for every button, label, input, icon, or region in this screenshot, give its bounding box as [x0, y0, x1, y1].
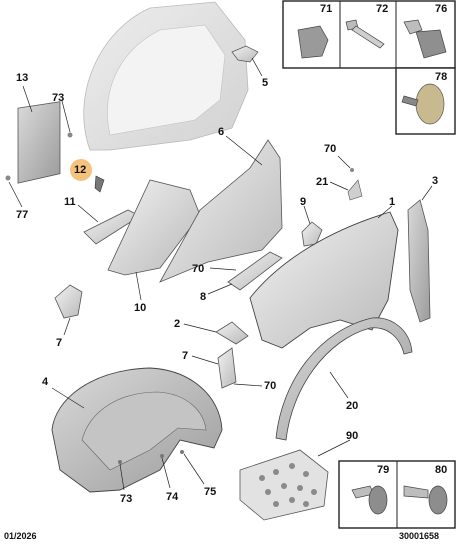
shield-plate-part-13 — [5, 85, 73, 208]
fastener-label-71[interactable]: 71 — [320, 3, 333, 15]
push-pin-78-icon — [401, 83, 445, 125]
part-label-10[interactable]: 10 — [134, 302, 147, 314]
part-label-9[interactable]: 9 — [300, 196, 307, 208]
part-label-90[interactable]: 90 — [346, 430, 359, 442]
fastener-label-80[interactable]: 80 — [435, 464, 448, 476]
part-label-3[interactable]: 3 — [432, 175, 439, 187]
part-label-20[interactable]: 20 — [346, 400, 359, 412]
part-label-5[interactable]: 5 — [262, 77, 269, 89]
part-label-21[interactable]: 21 — [316, 176, 329, 188]
trim-part-21 — [329, 155, 363, 201]
part-label-14[interactable]: 12 — [74, 164, 87, 176]
wheelhouse-panel-part-6 — [159, 135, 283, 283]
lower-wheel-arch-liner-part-4 — [51, 367, 223, 493]
wheel-arch-trim-part-20 — [275, 317, 413, 441]
seal-strip-part-3 — [407, 185, 433, 323]
bracket-part-9 — [301, 205, 323, 247]
clip-71-icon — [297, 25, 329, 59]
fastener-box-top — [282, 0, 456, 135]
part-label-70c[interactable]: 70 — [264, 380, 277, 392]
part-label-1[interactable]: 1 — [389, 196, 396, 208]
highlighted-part-callout: 12 — [70, 159, 92, 181]
part-label-73b[interactable]: 73 — [120, 493, 133, 505]
part-label-73a[interactable]: 73 — [52, 92, 65, 104]
part-label-75[interactable]: 75 — [204, 486, 217, 498]
fastener-label-76[interactable]: 76 — [435, 3, 448, 15]
part-label-70a[interactable]: 70 — [324, 143, 337, 155]
bracket-part-8 — [207, 251, 283, 295]
part-label-13[interactable]: 13 — [16, 72, 29, 84]
footer-reference: 30001658 — [399, 531, 440, 541]
bracket-part-11 — [54, 284, 83, 336]
push-clip-80-icon — [403, 485, 448, 515]
bracket-part-5 — [231, 45, 263, 77]
fastener-label-72[interactable]: 72 — [376, 3, 389, 15]
part-label-6[interactable]: 6 — [218, 126, 225, 138]
upper-wheel-arch-liner — [83, 1, 249, 151]
part-label-74[interactable]: 74 — [166, 491, 179, 503]
part-label-8[interactable]: 8 — [200, 291, 207, 303]
bracket-part-2 — [183, 321, 249, 345]
part-label-12[interactable]: 11 — [64, 196, 76, 208]
push-clip-79-icon — [351, 485, 388, 515]
fastener-label-78[interactable]: 78 — [435, 71, 448, 83]
part-label-70b[interactable]: 70 — [192, 263, 205, 275]
stud-76-icon — [403, 19, 447, 59]
fastener-box-bottom — [338, 460, 456, 529]
fastener-label-79[interactable]: 79 — [377, 464, 390, 476]
rivet-72-icon — [345, 19, 385, 49]
part-label-11[interactable]: 7 — [56, 337, 63, 349]
bracket-part-7 — [191, 347, 263, 389]
part-label-4[interactable]: 4 — [42, 376, 49, 388]
footer-date: 01/2026 — [4, 531, 37, 541]
fastener-kit-part-90 — [239, 439, 351, 521]
clip-part-14 — [94, 175, 105, 193]
part-label-7[interactable]: 7 — [182, 350, 189, 362]
front-wing-part-1 — [249, 205, 399, 349]
part-label-77[interactable]: 77 — [16, 209, 29, 221]
part-label-2[interactable]: 2 — [174, 318, 181, 330]
